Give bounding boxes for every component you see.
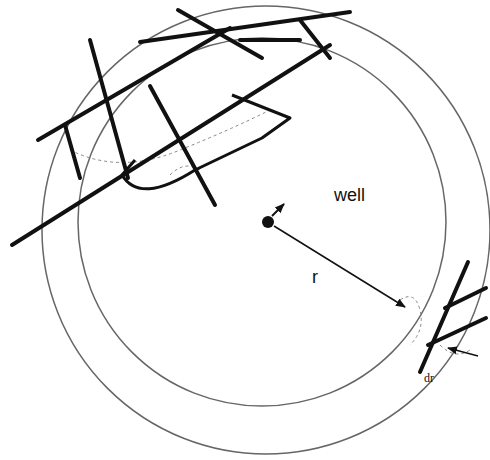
- dr-arrow: [448, 348, 478, 356]
- fracture-wing: [122, 95, 290, 189]
- inner-circle: [78, 38, 446, 406]
- dr-label: dr: [424, 372, 434, 384]
- well-label: well: [334, 186, 365, 204]
- flow-traces: [70, 110, 470, 354]
- radius-arrow: [274, 226, 405, 307]
- outer-circle: [42, 6, 490, 454]
- fracture-network: [12, 10, 350, 245]
- well-arrow: [272, 204, 284, 216]
- fracture-right: [420, 262, 486, 372]
- radius-label: r: [312, 268, 318, 286]
- well-dot: [262, 216, 274, 228]
